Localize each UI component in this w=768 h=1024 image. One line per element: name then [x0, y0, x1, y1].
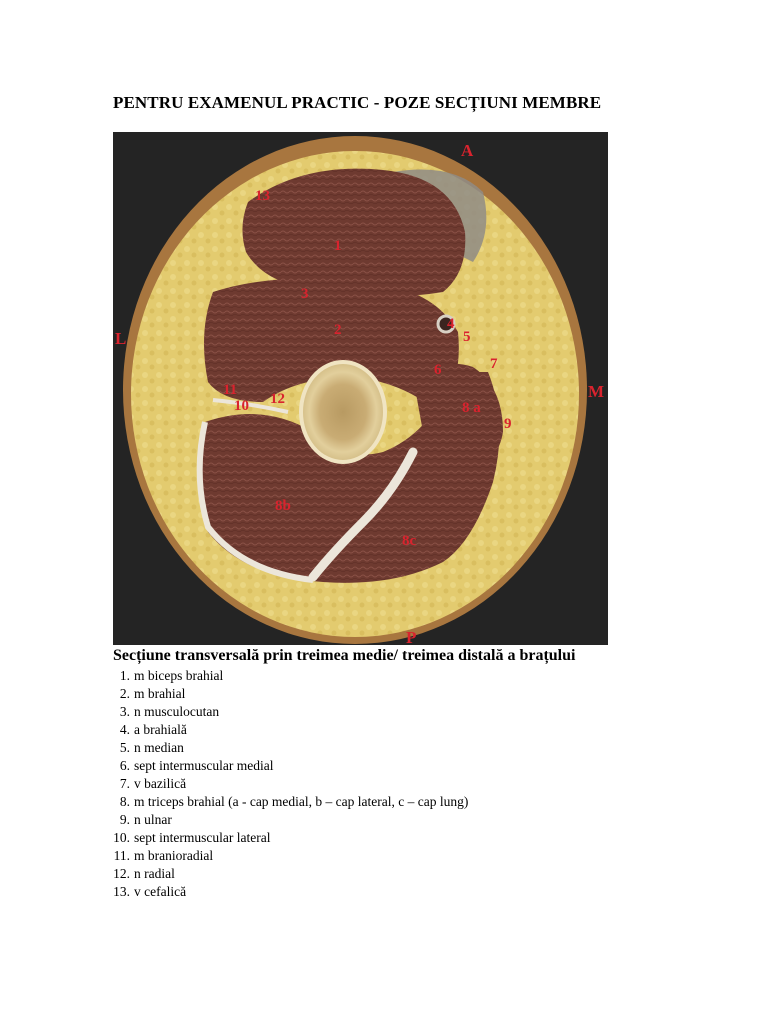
label-posterior: P	[406, 628, 416, 645]
legend-item: 6.sept intermuscular medial	[119, 758, 274, 773]
legend-item: 9.n ulnar	[119, 812, 172, 827]
legend-item: 4.a brahială	[119, 722, 187, 737]
label-7: 7	[490, 356, 498, 372]
label-10: 10	[234, 398, 249, 414]
label-6: 6	[434, 362, 442, 378]
biceps-muscle	[242, 168, 466, 297]
label-lateral: L	[115, 329, 126, 348]
label-11: 11	[223, 382, 237, 398]
intermuscular-septum-posterior	[308, 447, 418, 582]
label-medial: M	[588, 382, 604, 401]
legend-item: 12.n radial	[113, 866, 175, 881]
legend-item: 10.sept intermuscular lateral	[113, 830, 271, 845]
brachialis-muscle	[204, 278, 459, 412]
legend-item: 8.m triceps brahial (a - cap medial, b –…	[119, 794, 469, 809]
label-3: 3	[301, 286, 309, 302]
legend-item: 1.m biceps brahial	[119, 668, 224, 683]
cross-section-illustration: A P L M 13 1 3 2 4 5 6 7 11 10 12 8 a 9 …	[115, 136, 604, 645]
legend-item: 7.v bazilică	[119, 776, 187, 791]
label-1: 1	[334, 238, 342, 254]
label-2: 2	[334, 322, 342, 338]
label-13: 13	[255, 188, 270, 204]
label-anterior: A	[461, 141, 474, 160]
humerus-bone	[299, 360, 387, 464]
fascia-line-lateral	[196, 421, 314, 583]
legend-item: 5.n median	[119, 740, 184, 755]
legend-item: 3.n musculocutan	[119, 704, 220, 719]
cross-section-photo: A P L M 13 1 3 2 4 5 6 7 11 10 12 8 a 9 …	[113, 132, 608, 645]
label-9: 9	[504, 416, 512, 432]
legend-item: 2.m brahial	[119, 686, 186, 701]
lateral-septum	[212, 398, 289, 414]
legend-item: 11.m branioradial	[113, 848, 214, 863]
label-8c: 8c	[402, 533, 417, 549]
label-4: 4	[447, 316, 455, 332]
triceps-medial-head	[413, 363, 503, 467]
label-5: 5	[463, 329, 471, 345]
document-title: PENTRU EXAMENUL PRACTIC - POZE SECȚIUNI …	[113, 93, 602, 112]
legend-item: 13.v cefalică	[113, 884, 187, 899]
label-8b: 8b	[275, 498, 291, 514]
label-12: 12	[270, 391, 285, 407]
brachial-artery	[436, 314, 456, 334]
figure-caption: Secțiune transversală prin treimea medie…	[113, 647, 576, 664]
structure-legend: 1.m biceps brahial 2.m brahial 3.n muscu…	[113, 667, 468, 901]
label-8a: 8 a	[462, 400, 481, 416]
